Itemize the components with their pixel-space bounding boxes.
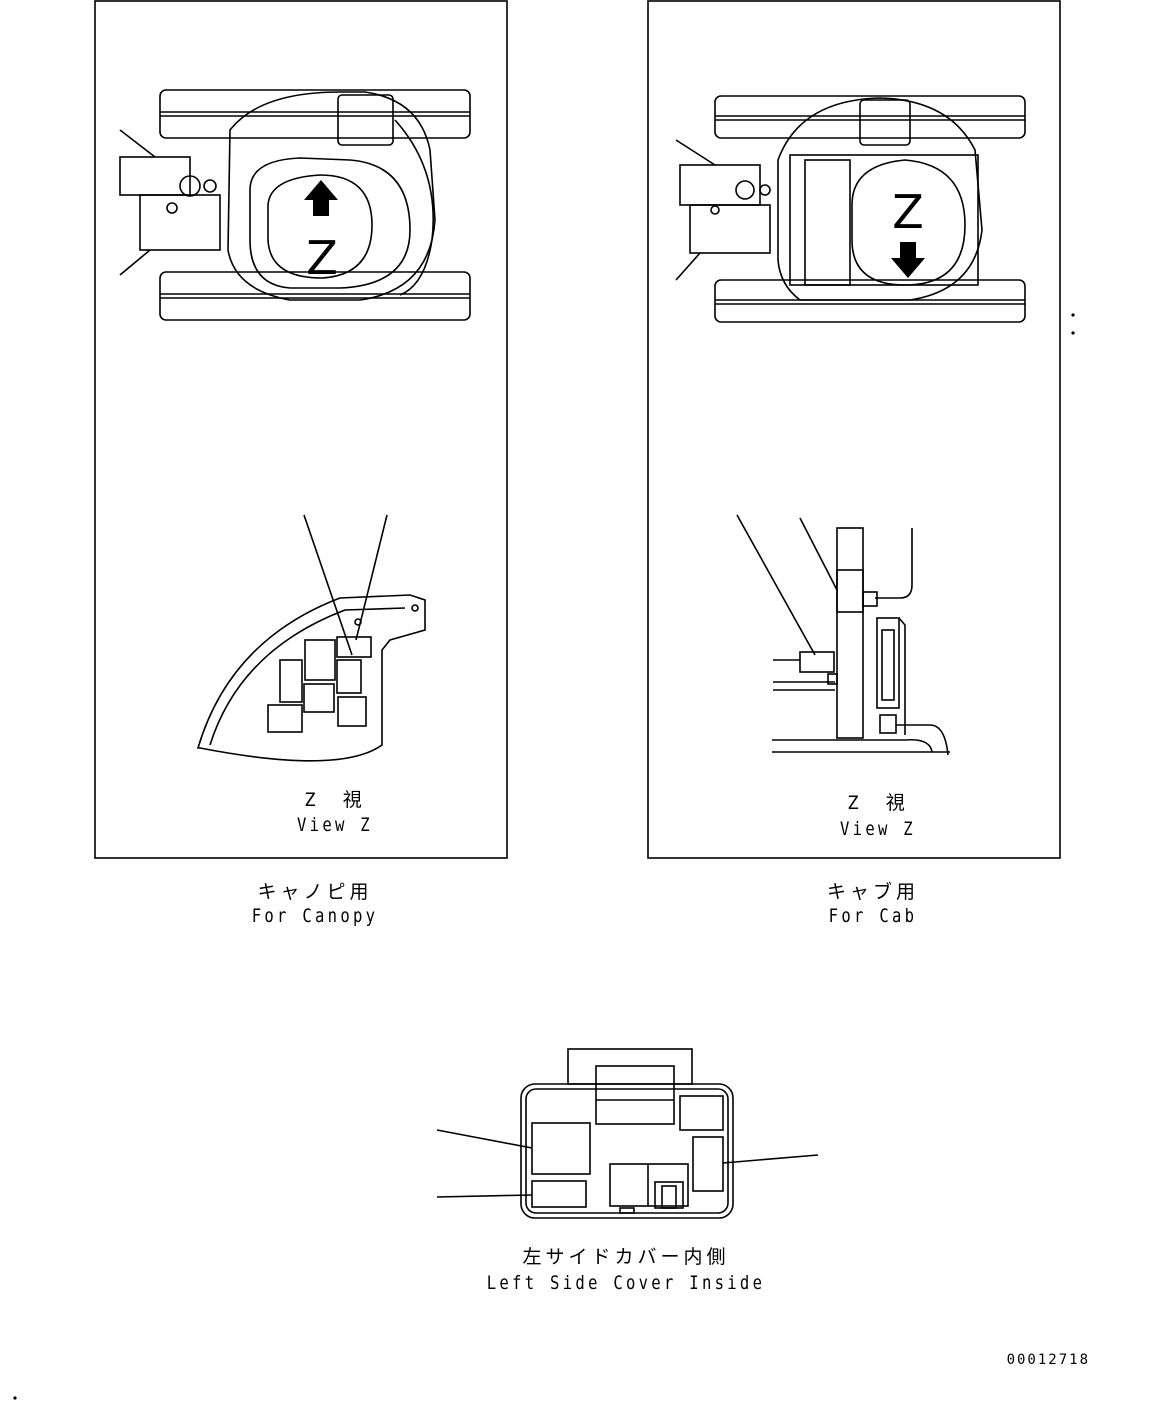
canopy-seat-area — [249, 157, 411, 289]
cab-track-top — [714, 95, 1026, 139]
cab-view-marker: Z — [892, 185, 924, 239]
cover-decal-left-upper — [531, 1122, 591, 1175]
cab-door — [804, 159, 851, 286]
canopy-view-z-inner-edge — [209, 607, 406, 746]
canopy-view-label-jp: Z 視 — [304, 789, 366, 811]
cab-caption-jp: キャブ用 — [826, 881, 919, 903]
cover-caption-en: Left Side Cover Inside — [486, 1272, 766, 1294]
cab-direction-arrow-icon — [891, 242, 925, 278]
canopy-decals — [267, 636, 372, 733]
cab-engine-hood — [859, 99, 911, 146]
canopy-view-label-en: View Z — [297, 814, 373, 836]
canopy-decal-target — [336, 636, 372, 658]
canopy-counterweight-rim — [394, 119, 434, 296]
cover-caption-jp: 左サイドカバー内側 — [522, 1246, 730, 1268]
cab-leader-a — [736, 514, 816, 656]
cover-leader-left-upper — [436, 1129, 533, 1149]
cover-decal-left-lower — [531, 1180, 587, 1208]
cab-leader-b — [799, 517, 838, 591]
cover-leader-left-lower — [436, 1194, 533, 1198]
canopy-leader-a — [303, 514, 353, 656]
canopy-panel: Z — [94, 0, 508, 859]
cab-boom — [675, 139, 771, 281]
cab-panel-frame — [647, 0, 1061, 859]
canopy-view-marker: Z — [306, 231, 338, 285]
cab-view-label-jp: Z 視 — [847, 792, 909, 814]
cover-leader-right — [722, 1154, 819, 1164]
canopy-caption-jp: キャノピ用 — [257, 881, 373, 903]
cover-decal-top-right — [679, 1095, 724, 1131]
cover-decal-right — [692, 1136, 724, 1192]
cab-frame — [789, 154, 979, 286]
cab-upper-structure — [777, 97, 983, 301]
cab-caption-en: For Cab — [828, 905, 918, 927]
canopy-operator-zone — [267, 174, 373, 279]
canopy-panel-frame — [94, 0, 508, 859]
canopy-view-z-cover — [196, 594, 426, 762]
cab-panel: Z — [647, 0, 1075, 859]
cab-seat-area — [851, 159, 966, 286]
canopy-boom — [119, 129, 221, 276]
cab-track-bottom — [714, 279, 1026, 323]
canopy-direction-arrow-icon — [304, 180, 338, 216]
part-number: 00012718 — [1006, 1352, 1090, 1368]
canopy-engine-hood — [337, 94, 394, 146]
canopy-caption-en: For Canopy — [251, 905, 379, 927]
canopy-track-bottom — [159, 271, 471, 321]
cab-view-label-en: View Z — [840, 818, 916, 840]
canopy-leader-b — [355, 514, 388, 641]
cab-decal-target — [799, 651, 835, 673]
canopy-track-top — [159, 89, 471, 139]
side-cover-diagram — [436, 1048, 819, 1219]
cab-view-z-detail — [772, 527, 950, 756]
cover-outline — [520, 1083, 734, 1219]
canopy-upper-structure — [227, 91, 436, 301]
